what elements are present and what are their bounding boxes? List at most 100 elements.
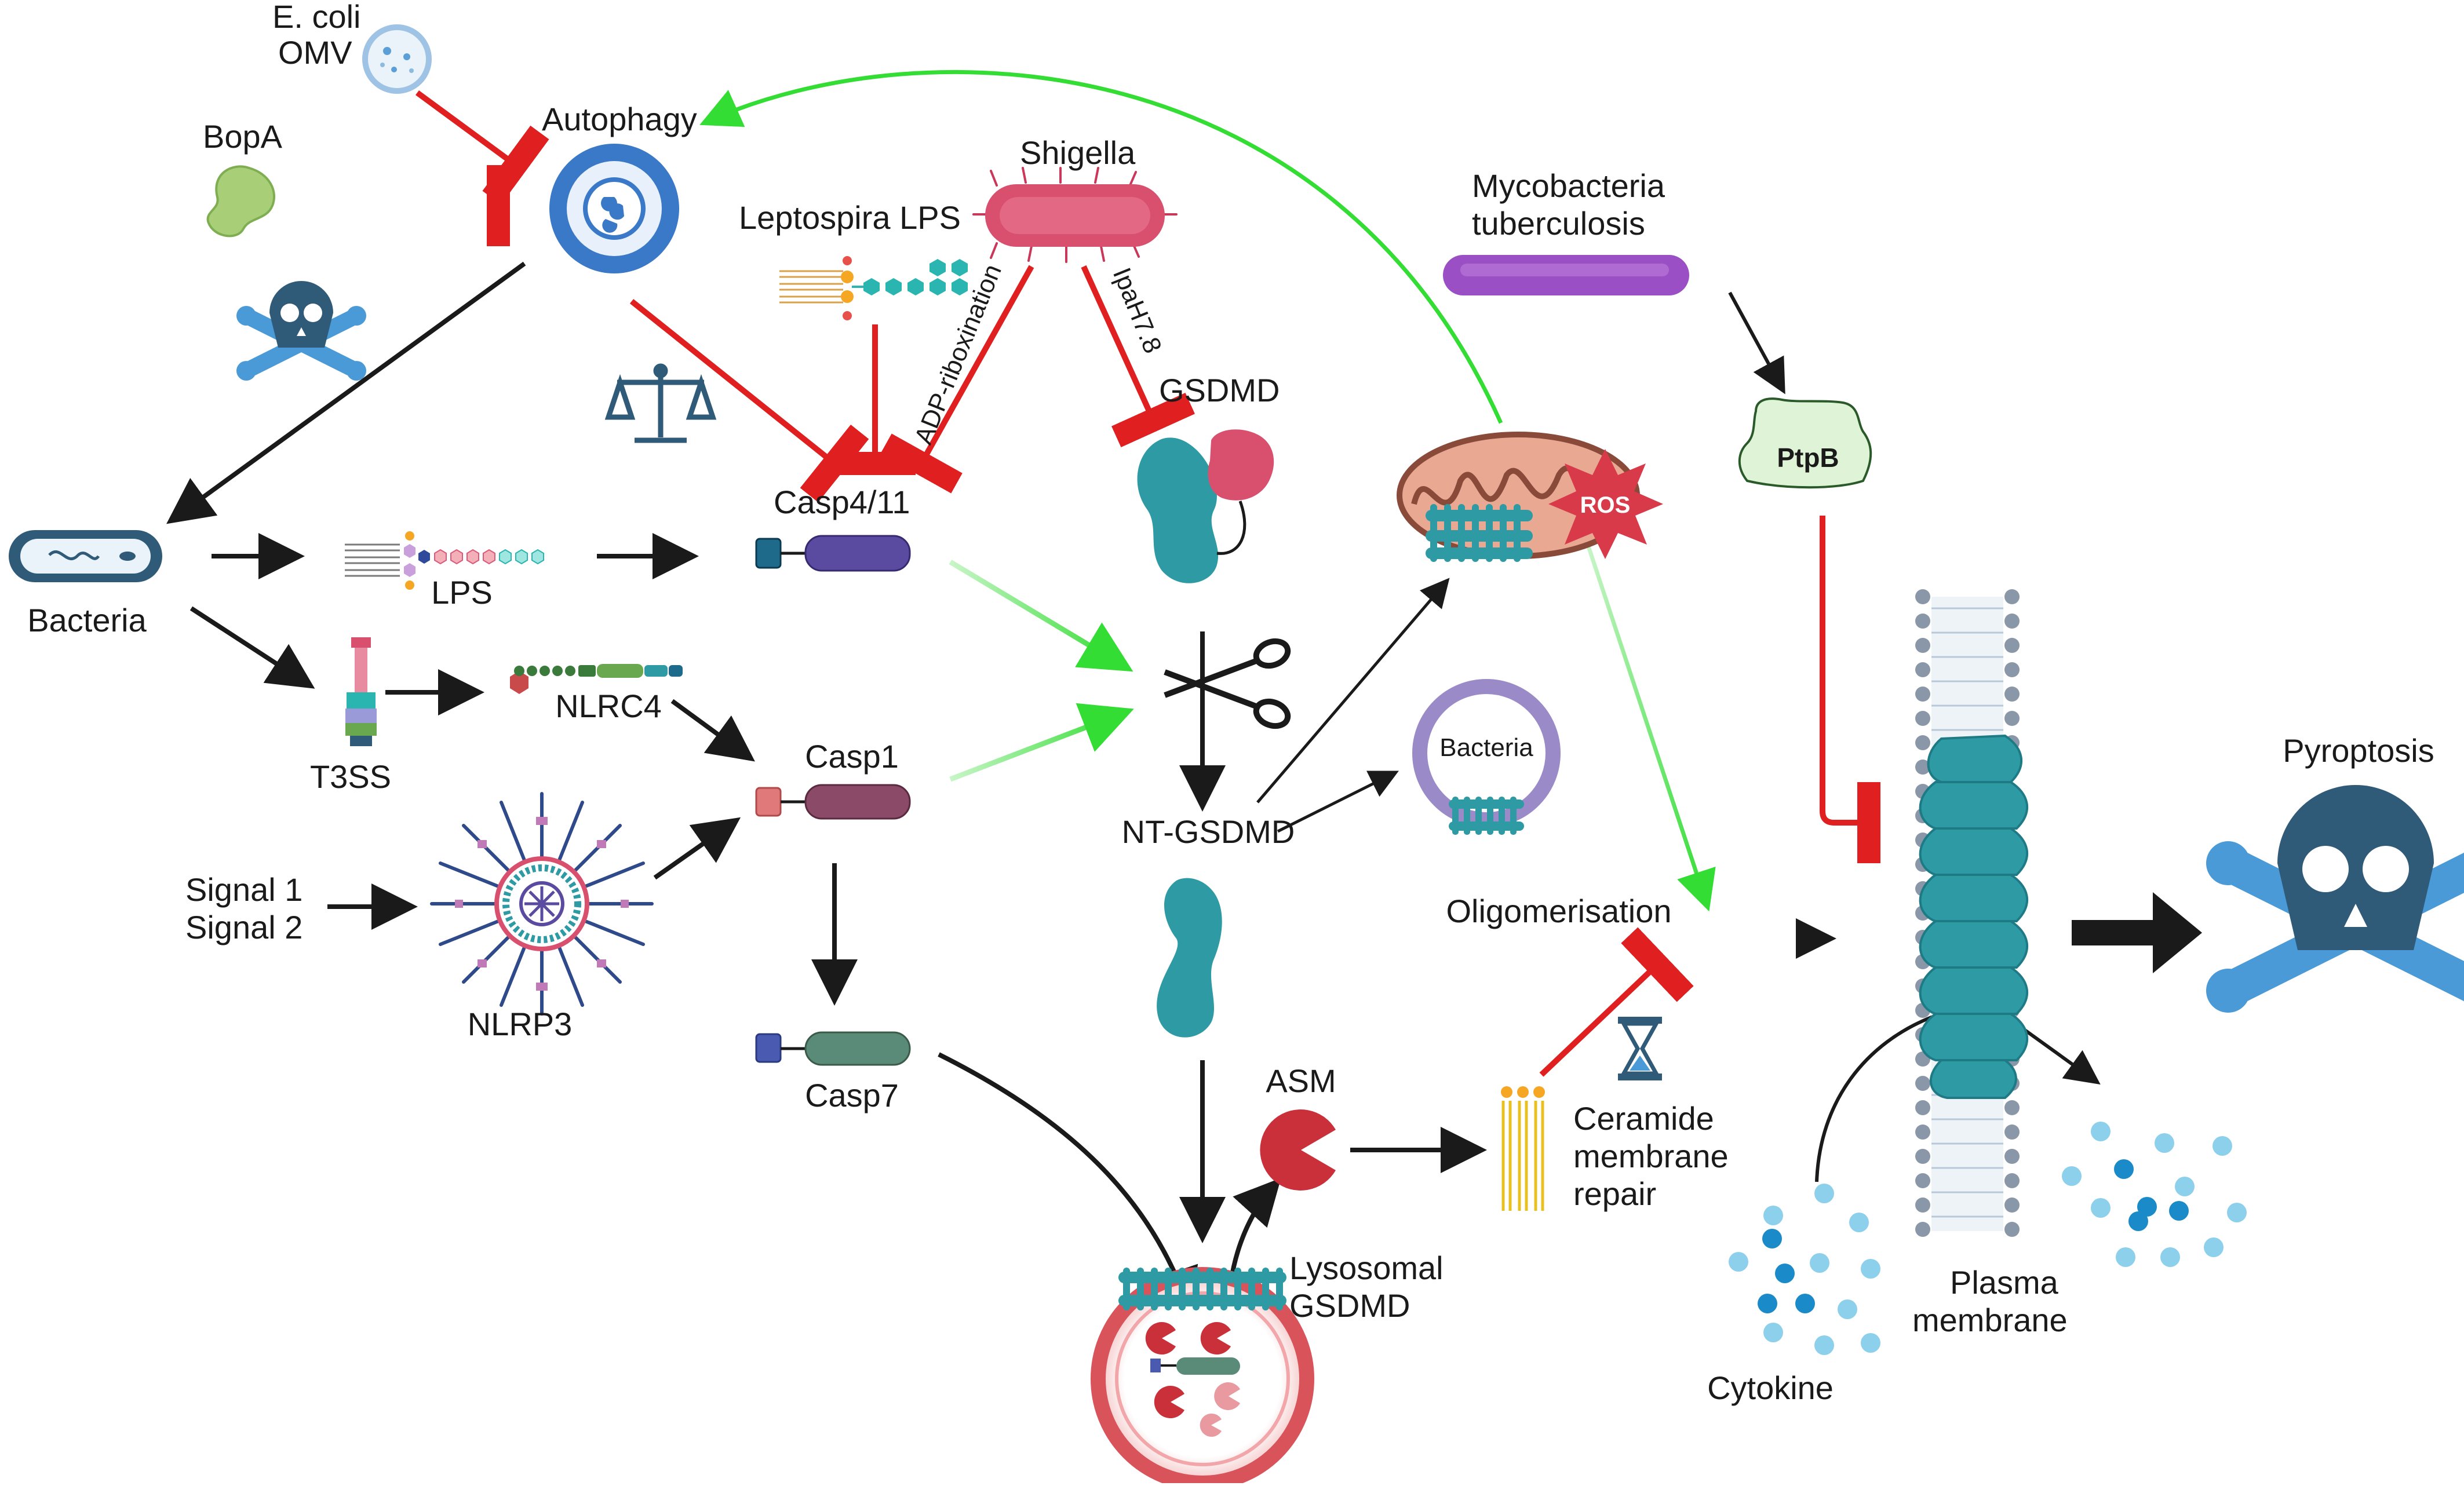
- asm: ASM: [1260, 1063, 1336, 1191]
- bacteria-left-label: Bacteria: [27, 602, 147, 638]
- ceramide-label-1: Ceramide: [1573, 1100, 1714, 1137]
- shigella-ipah-inhibits-gsdmd: [1081, 265, 1195, 448]
- bopa: BopA: [203, 118, 283, 238]
- autophagy-label: Autophagy: [542, 101, 697, 137]
- ecoli-omv: E. coli OMV: [272, 0, 432, 94]
- ceramide: Ceramide membrane repair: [1501, 1086, 1729, 1212]
- ros-to-membrane-repair: [1585, 543, 1716, 912]
- nt-gsdmd-icon: [1157, 878, 1222, 1038]
- t3ss: T3SS: [310, 637, 391, 795]
- lps-structure-icon: [345, 531, 544, 590]
- casp1: Casp1: [755, 738, 911, 820]
- asm-enzyme-icon: [1260, 1109, 1336, 1191]
- nt-gsdmd-label: NT-GSDMD: [1122, 813, 1295, 850]
- cytokine-dots-icon: Cytokine: [1707, 1122, 2247, 1406]
- leptospira-lps: Leptospira LPS: [739, 199, 968, 320]
- nlrp3-label: NLRP3: [468, 1006, 573, 1042]
- activation-edges: [166, 261, 2202, 1316]
- inhibition-edges: [278, 90, 1880, 1077]
- hourglass-icon: [1618, 1017, 1662, 1080]
- ptpb: PtpB: [1738, 397, 1872, 489]
- pyroptosis-arrowhead: [2153, 892, 2202, 973]
- lysosomal-label-2: GSDMD: [1289, 1287, 1410, 1324]
- casp7-to-lysosome: [938, 1052, 1198, 1316]
- mycobacteria: Mycobacteria tuberculosis: [1443, 167, 1689, 295]
- nlrc4-label: NLRC4: [555, 688, 662, 724]
- caspase-icon: [755, 535, 911, 572]
- lyso-gsdmd-pore: [1118, 1268, 1286, 1310]
- ecoli-omv-inhibits-autophagy: [415, 90, 549, 205]
- casp411-to-scissors: [949, 560, 1133, 672]
- ptpb-protein-icon: [1738, 397, 1872, 489]
- omv-vesicle-icon: [362, 24, 432, 94]
- gsdmd-full: GSDMD: [1137, 372, 1280, 583]
- pyroptosis: Pyroptosis: [2206, 732, 2464, 1013]
- bacteria-vesicle: Bacteria: [1412, 679, 1561, 835]
- shigella: Shigella ADP-riboxination IpaH7.8: [909, 134, 1178, 448]
- pyroptosis-label: Pyroptosis: [2283, 732, 2434, 769]
- signal1-label: Signal 1: [185, 871, 302, 908]
- bacteria-vesicle-label: Bacteria: [1439, 733, 1533, 762]
- ceramide-lipid-icon: [1501, 1086, 1545, 1211]
- mitochondrion: ROS: [1397, 432, 1663, 562]
- green-edges: [699, 70, 1716, 912]
- nlrp3-to-casp1: [653, 817, 741, 880]
- oligomerisation-label: Oligomerisation: [1446, 893, 1671, 929]
- gsdmd-cterm-icon: [1208, 429, 1274, 501]
- cytokine-label: Cytokine: [1707, 1370, 1834, 1406]
- leptospira-label: Leptospira LPS: [739, 199, 961, 236]
- autophagosome-icon: [549, 144, 679, 273]
- ntgsdmd-to-mitochondria: [1256, 578, 1450, 804]
- nlrc4-icon: [510, 664, 683, 694]
- caspase-icon: [755, 1031, 911, 1066]
- autophagy-to-bacteria: [166, 261, 526, 524]
- casp7-label: Casp7: [805, 1077, 899, 1113]
- casp1-label: Casp1: [805, 738, 899, 775]
- ptpb-inhibits-membrane: [1820, 516, 1880, 863]
- nlrc4: NLRC4: [510, 664, 683, 724]
- bopa-label: BopA: [203, 118, 283, 155]
- autophagy-inhibits-casp411: [629, 299, 869, 503]
- membrane-to-cytokine-out: [2021, 1027, 2101, 1085]
- nlrp3-inflammasome-icon: [430, 792, 654, 1016]
- t3ss-icon: [345, 637, 377, 746]
- shigella-label: Shigella: [1020, 134, 1136, 171]
- ecoli-label-2: OMV: [278, 34, 352, 71]
- casp1-to-scissors: [949, 703, 1134, 782]
- ceramide-label-2: membrane: [1573, 1138, 1729, 1174]
- ros-label: ROS: [1580, 492, 1631, 518]
- scissors-icon: [1164, 638, 1291, 729]
- casp411: Casp4/11: [755, 484, 911, 572]
- ntgsdmd-to-bacteria-vesicle: [1277, 771, 1399, 833]
- ceramide-label-3: repair: [1573, 1175, 1656, 1212]
- lysosomal-label-1: Lysosomal: [1289, 1250, 1444, 1286]
- lps-label: LPS: [431, 574, 493, 611]
- autophagy: Autophagy: [542, 101, 697, 273]
- shigella-bacterium-icon: [972, 167, 1178, 263]
- plasma-label-2: membrane: [1912, 1302, 2068, 1338]
- lps: LPS: [345, 531, 544, 611]
- plasma-membrane: Plasma membrane: [1912, 589, 2068, 1338]
- nlrp3: NLRP3: [430, 792, 654, 1042]
- cytokine-curve: [1815, 1015, 1934, 1182]
- cytokine-inside: [1729, 1184, 1880, 1355]
- balance-scale-icon: [604, 363, 717, 443]
- bacteria-to-t3ss: [189, 606, 315, 689]
- mycobacteria-to-ptpb: [1728, 291, 1785, 395]
- caspase-icon: [755, 784, 911, 820]
- shigella-adp-inhibits-casp411: [880, 265, 1034, 494]
- mito-pore: [1426, 504, 1533, 562]
- nlrc4-to-casp1: [670, 699, 755, 762]
- bacteria-left: Bacteria: [9, 530, 162, 638]
- signals: Signal 1 Signal 2: [185, 871, 302, 945]
- gsdmd-nterm-icon: [1137, 437, 1219, 583]
- lps-molecule-icon: [779, 256, 968, 320]
- signal2-label: Signal 2: [185, 909, 302, 945]
- lysosome: [1091, 1267, 1314, 1486]
- skull-crossbones-icon: [2206, 785, 2464, 1013]
- mycobacteria-label-1: Mycobacteria: [1472, 167, 1665, 204]
- ptpb-label: PtpB: [1777, 443, 1839, 473]
- skull-crossbones-icon: [236, 280, 366, 381]
